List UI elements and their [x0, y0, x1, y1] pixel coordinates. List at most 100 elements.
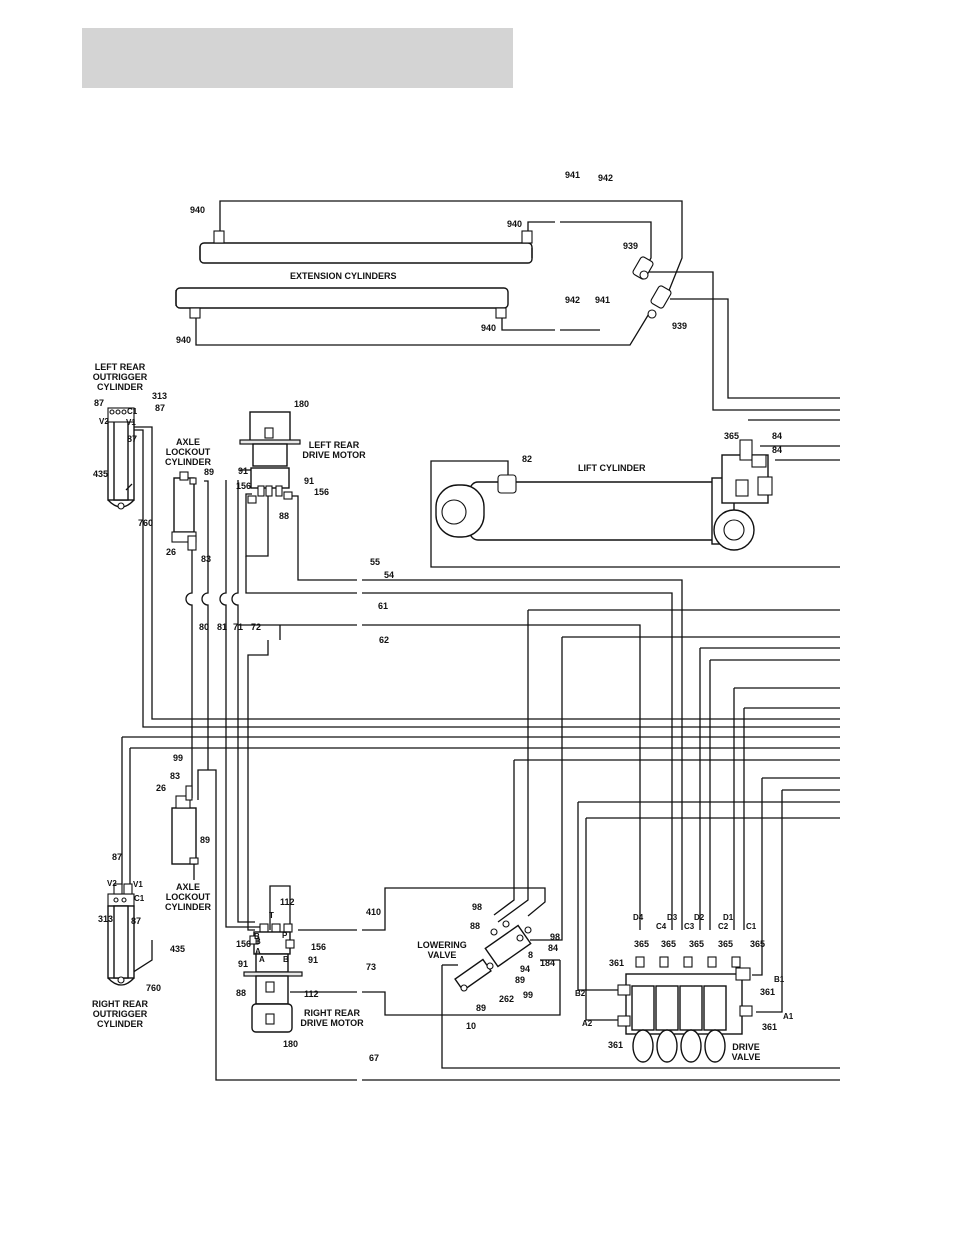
callout-67: 67: [369, 1053, 379, 1063]
title-axle-lockout-bottom-1: AXLE: [176, 882, 200, 892]
callout-c3: C3: [684, 922, 695, 931]
right-rear-outrigger-cylinder: [107, 883, 135, 986]
callout-a: A: [255, 947, 261, 956]
callout-26: 26: [166, 547, 176, 557]
callout-82: 82: [522, 454, 532, 464]
component-titles: EXTENSION CYLINDERS LIFT CYLINDER LEFT R…: [92, 271, 760, 1062]
callout-10: 10: [466, 1021, 476, 1031]
callout-313: 313: [152, 391, 167, 401]
callout-262: 262: [499, 994, 514, 1004]
callout-91: 91: [238, 959, 248, 969]
callout-84: 84: [772, 431, 782, 441]
lift-cylinder: [435, 439, 773, 551]
callout-939: 939: [623, 241, 638, 251]
check-valve-939-lower: [647, 285, 672, 319]
left-rear-drive-motor: [239, 411, 301, 504]
callout-a: A: [259, 955, 265, 964]
callout-365: 365: [689, 939, 704, 949]
callout-d4: D4: [633, 913, 644, 922]
callout-180: 180: [283, 1039, 298, 1049]
title-lowering-valve-2: VALVE: [428, 950, 457, 960]
title-lowering-valve-1: LOWERING: [417, 940, 467, 950]
callout-26: 26: [156, 783, 166, 793]
callout-365: 365: [724, 431, 739, 441]
title-drive-valve-2: VALVE: [732, 1052, 761, 1062]
callout-941: 941: [565, 170, 580, 180]
callout-72: 72: [251, 622, 261, 632]
title-right-rear-outrigger-3: CYLINDER: [97, 1019, 144, 1029]
callout-156: 156: [314, 487, 329, 497]
callout-313: 313: [98, 914, 113, 924]
callout-c4: C4: [656, 922, 667, 931]
title-axle-lockout-top-3: CYLINDER: [165, 457, 212, 467]
callout-98: 98: [472, 902, 482, 912]
callout-71: 71: [233, 622, 243, 632]
callout-b1: B1: [774, 975, 785, 984]
callout-c2: C2: [718, 922, 729, 931]
callout-940: 940: [190, 205, 205, 215]
title-left-rear-outrigger-2: OUTRIGGER: [93, 372, 148, 382]
title-right-rear-drive-1: RIGHT REAR: [304, 1008, 361, 1018]
callout-d3: D3: [667, 913, 678, 922]
left-rear-outrigger-cylinder: [107, 407, 135, 510]
title-lift-cylinder: LIFT CYLINDER: [578, 463, 646, 473]
callout-t: T: [269, 911, 274, 920]
callout-d1: D1: [723, 913, 734, 922]
callout-81: 81: [217, 622, 227, 632]
callout-v2: V2: [99, 417, 109, 426]
hydraulic-hoses: [120, 200, 840, 1081]
callout-d2: D2: [694, 913, 705, 922]
callout-156: 156: [236, 481, 251, 491]
callout-91: 91: [308, 955, 318, 965]
title-axle-lockout-bottom-2: LOCKOUT: [166, 892, 211, 902]
callout-942: 942: [565, 295, 580, 305]
callout-112: 112: [280, 897, 295, 907]
title-right-rear-outrigger-2: OUTRIGGER: [93, 1009, 148, 1019]
callout-99: 99: [173, 753, 183, 763]
title-extension-cylinders: EXTENSION CYLINDERS: [290, 271, 397, 281]
callout-83: 83: [201, 554, 211, 564]
callout-942: 942: [598, 173, 613, 183]
callout-91: 91: [238, 466, 248, 476]
callout-94: 94: [520, 964, 530, 974]
callout-84: 84: [772, 445, 782, 455]
callout-365: 365: [634, 939, 649, 949]
callout-61: 61: [378, 601, 388, 611]
axle-lockout-cylinder-bottom: [171, 785, 199, 865]
callout-760: 760: [146, 983, 161, 993]
callout-435: 435: [93, 469, 108, 479]
right-rear-drive-motor: [243, 923, 303, 1033]
callout-55: 55: [370, 557, 380, 567]
callout-c1: C1: [134, 894, 145, 903]
title-axle-lockout-top-2: LOCKOUT: [166, 447, 211, 457]
callout-98: 98: [550, 932, 560, 942]
callout-156: 156: [236, 939, 251, 949]
callout-361: 361: [608, 1040, 623, 1050]
callout-88: 88: [279, 511, 289, 521]
drive-valve: [617, 956, 753, 1063]
callout-89: 89: [515, 975, 525, 985]
callout-89: 89: [204, 467, 214, 477]
callout-365: 365: [718, 939, 733, 949]
callout-b: B: [255, 937, 261, 946]
callout-940: 940: [481, 323, 496, 333]
title-axle-lockout-bottom-3: CYLINDER: [165, 902, 212, 912]
lowering-valve: [454, 920, 532, 992]
title-right-rear-drive-2: DRIVE MOTOR: [300, 1018, 364, 1028]
callout-b: B: [254, 932, 260, 941]
callout-410: 410: [366, 907, 381, 917]
callout-361: 361: [762, 1022, 777, 1032]
callout-112: 112: [304, 989, 319, 999]
callout-73: 73: [366, 962, 376, 972]
title-right-rear-outrigger-1: RIGHT REAR: [92, 999, 149, 1009]
callout-941: 941: [595, 295, 610, 305]
callout-c1: C1: [746, 922, 757, 931]
callout-b: B: [283, 955, 289, 964]
callout-c1: C1: [127, 407, 138, 416]
callout-p: P: [282, 931, 288, 940]
callout-361: 361: [609, 958, 624, 968]
callout-184: 184: [540, 958, 555, 968]
callout-a1: A1: [783, 1012, 794, 1021]
